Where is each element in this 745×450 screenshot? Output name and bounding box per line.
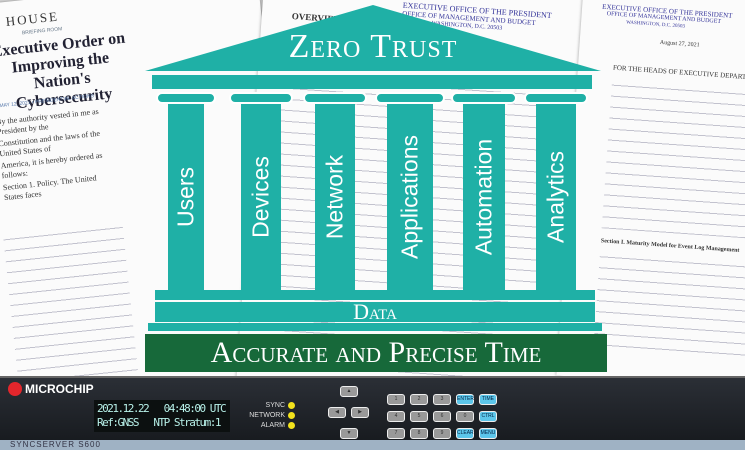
key-5[interactable]: 5: [410, 411, 428, 422]
pillar-users: Users: [156, 92, 216, 290]
pillar-analytics: Analytics: [524, 92, 588, 290]
key-2[interactable]: 2: [410, 394, 428, 405]
pillar-devices: Devices: [229, 92, 293, 290]
lcd-line-2: Ref:GNSS NTP Stratum:1: [97, 416, 221, 429]
pillar-label: Network: [321, 154, 348, 240]
model-label: SYNCSERVER S600: [0, 440, 745, 450]
sync-led-icon: [288, 402, 295, 409]
key-8[interactable]: 8: [410, 428, 428, 439]
network-led-icon: [288, 412, 295, 419]
arrow-left-button[interactable]: ◀: [328, 407, 346, 418]
key-7[interactable]: 7: [387, 428, 405, 439]
lcd-line-1: 2021.12.22 04:48:00 UTC: [97, 402, 227, 415]
temple-entablature: [152, 75, 592, 89]
led-label-network: NETWORK: [249, 412, 285, 419]
led-label-sync: SYNC: [265, 402, 285, 409]
key-4[interactable]: 4: [387, 411, 405, 422]
doc-body: By the authority vested in me as Preside…: [0, 106, 119, 206]
arrow-down-button[interactable]: ▼: [340, 428, 358, 439]
microchip-logo-icon: [8, 382, 22, 396]
zero-trust-title: Zero Trust: [288, 28, 458, 65]
time-button[interactable]: TIME: [479, 394, 497, 405]
time-banner: Accurate and Precise Time: [145, 334, 607, 372]
key-1[interactable]: 1: [387, 394, 405, 405]
arrow-up-button[interactable]: ▲: [340, 386, 358, 397]
pillar-label: Applications: [396, 134, 423, 260]
temple-base-step: [148, 323, 602, 331]
pillar-applications: Applications: [375, 92, 445, 290]
pillar-label: Analytics: [542, 150, 569, 244]
key-6[interactable]: 6: [433, 411, 451, 422]
data-foundation: Data: [155, 301, 595, 323]
pillar-network: Network: [303, 92, 367, 290]
brand-name: MICROCHIP: [25, 382, 94, 396]
arrow-right-button[interactable]: ▶: [351, 407, 369, 418]
pillar-label: Devices: [247, 156, 274, 238]
menu-button[interactable]: MENU: [479, 428, 497, 439]
doc-date: August 27, 2021: [659, 39, 700, 49]
key-9[interactable]: 9: [433, 428, 451, 439]
pillar-automation: Automation: [451, 92, 517, 290]
key-0[interactable]: 0: [456, 411, 474, 422]
temple-base-step: [155, 290, 595, 300]
enter-button[interactable]: ENTER: [456, 394, 474, 405]
pillar-label: Automation: [470, 138, 497, 256]
pillar-label: Users: [172, 166, 199, 228]
ctrl-button[interactable]: CTRL: [479, 411, 497, 422]
alarm-led-icon: [288, 422, 295, 429]
clear-button[interactable]: CLEAR: [456, 428, 474, 439]
key-3[interactable]: 3: [433, 394, 451, 405]
microchip-logo: MICROCHIP: [8, 382, 94, 396]
led-label-alarm: ALARM: [260, 422, 285, 429]
